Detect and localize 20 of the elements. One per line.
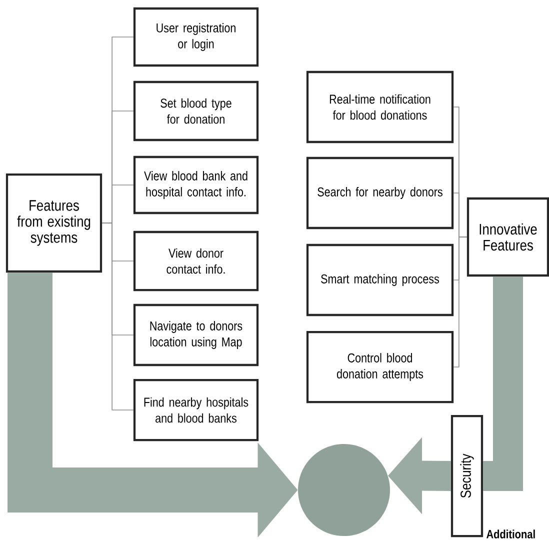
security-box: Security bbox=[450, 414, 484, 538]
feature-box: Find nearby hospitals and blood banks bbox=[133, 378, 259, 442]
flow-arrow bbox=[388, 437, 451, 514]
feature-box: User registration or login bbox=[133, 7, 259, 67]
feature-box: Innovative Features bbox=[466, 197, 549, 277]
note-label: Additional bbox=[486, 530, 535, 538]
connector-line bbox=[102, 222, 134, 410]
flow-arrow bbox=[8, 272, 298, 538]
feature-box: Search for nearby donors bbox=[306, 156, 454, 230]
feature-box: Smart matching process bbox=[306, 244, 454, 316]
flow-band bbox=[483, 276, 523, 491]
feature-box: View donor contact info. bbox=[133, 230, 259, 292]
feature-box: View blood bank and hospital contact info. bbox=[133, 156, 259, 214]
feature-box: Navigate to donors location using Map bbox=[133, 304, 259, 366]
feature-box: Set blood type for donation bbox=[133, 80, 259, 142]
connector-line bbox=[453, 236, 468, 368]
feature-box: Real-time notification for blood donations bbox=[306, 70, 454, 144]
feature-box: Control blood donation attempts bbox=[306, 330, 454, 404]
system-circle bbox=[298, 444, 390, 536]
feature-box: Features from existing systems bbox=[6, 173, 102, 273]
